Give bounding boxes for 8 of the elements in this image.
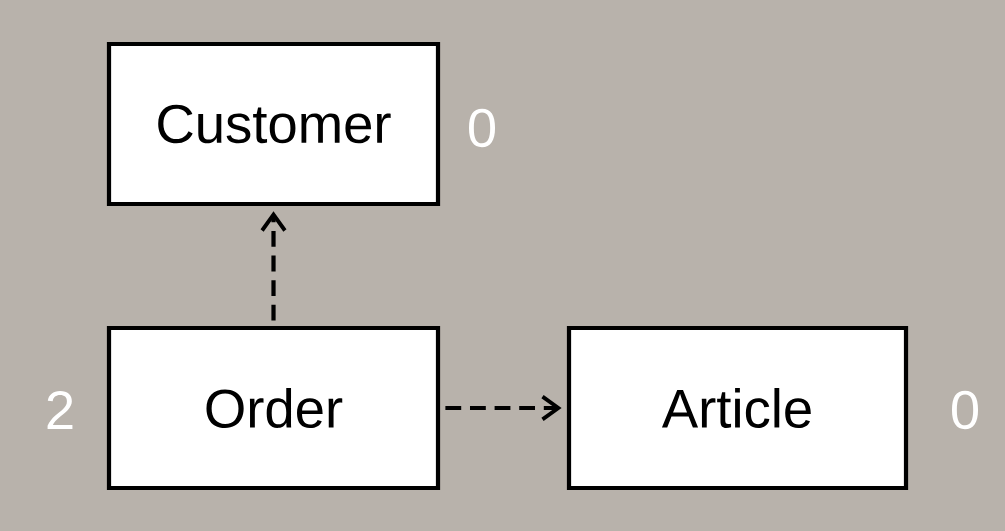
class-box: Order [106, 325, 441, 491]
class-box: Customer [106, 41, 441, 207]
dependency-arrow [260, 211, 287, 321]
count-label: 0 [952, 390, 979, 430]
count-label: 2 [47, 391, 73, 429]
class-box: Article [566, 325, 909, 491]
dependency-arrow [445, 395, 562, 421]
count-label: 0 [469, 108, 496, 148]
